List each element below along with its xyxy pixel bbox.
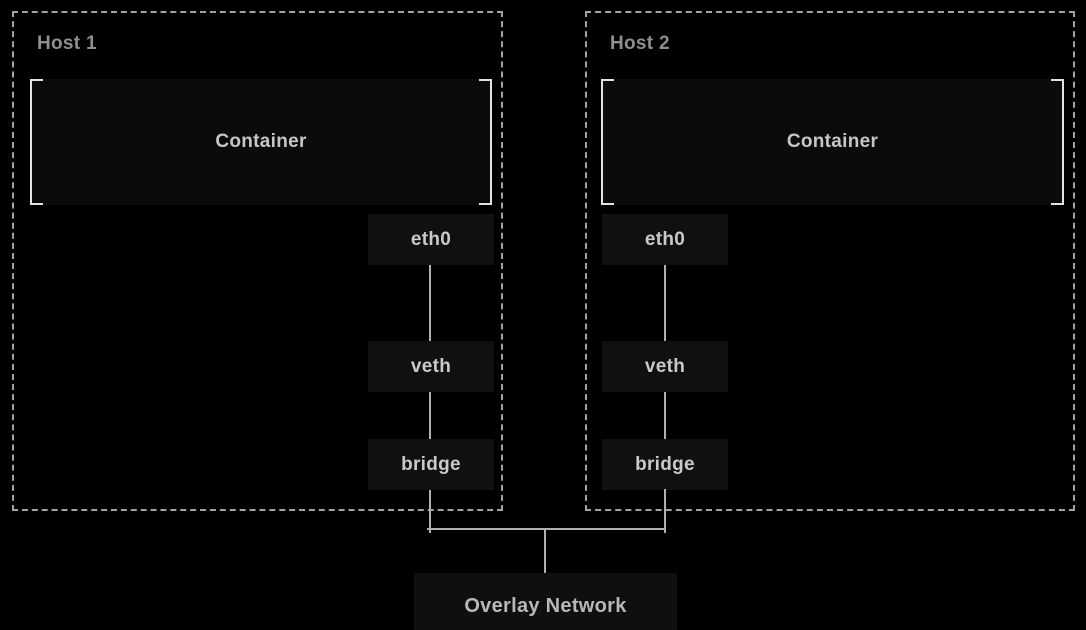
host-1-node-eth0: eth0 xyxy=(368,214,494,265)
host-1-group: Host 1 Container eth0 veth bridge xyxy=(12,11,503,533)
host-2-edge-veth-bridge xyxy=(664,392,666,439)
host-2-title: Host 2 xyxy=(610,33,670,54)
overlay-network-label: Overlay Network xyxy=(464,595,627,617)
host-2-container-label: Container xyxy=(786,131,879,152)
host-2-node-veth: veth xyxy=(602,341,728,392)
host-2-node-eth0: eth0 xyxy=(602,214,728,265)
overlay-network-box: Overlay Network xyxy=(414,573,677,630)
host-2-group: Host 2 Container eth0 veth bridge xyxy=(585,11,1075,533)
host-1-title: Host 1 xyxy=(37,33,97,54)
host-2-container-box: Container xyxy=(601,79,1064,205)
host-1-edge-bridge-out xyxy=(429,490,431,533)
host-2-edge-bridge-out xyxy=(664,489,666,533)
host-2-edge-eth0-veth xyxy=(664,265,666,341)
host-1-container-box: Container xyxy=(30,79,492,205)
edge-junction-to-overlay xyxy=(544,528,546,574)
bracket-left-icon xyxy=(30,79,43,205)
host-1-node-bridge: bridge xyxy=(368,439,494,490)
host-1-edge-eth0-veth xyxy=(429,265,431,341)
host-1-node-veth: veth xyxy=(368,341,494,392)
bracket-left-icon xyxy=(601,79,614,205)
host-1-container-label: Container xyxy=(215,131,307,152)
bracket-right-icon xyxy=(1051,79,1064,205)
host-1-edge-veth-bridge xyxy=(429,392,431,439)
edge-bridges-junction-horizontal xyxy=(427,528,665,530)
bracket-right-icon xyxy=(479,79,492,205)
host-2-node-bridge: bridge xyxy=(602,439,728,490)
